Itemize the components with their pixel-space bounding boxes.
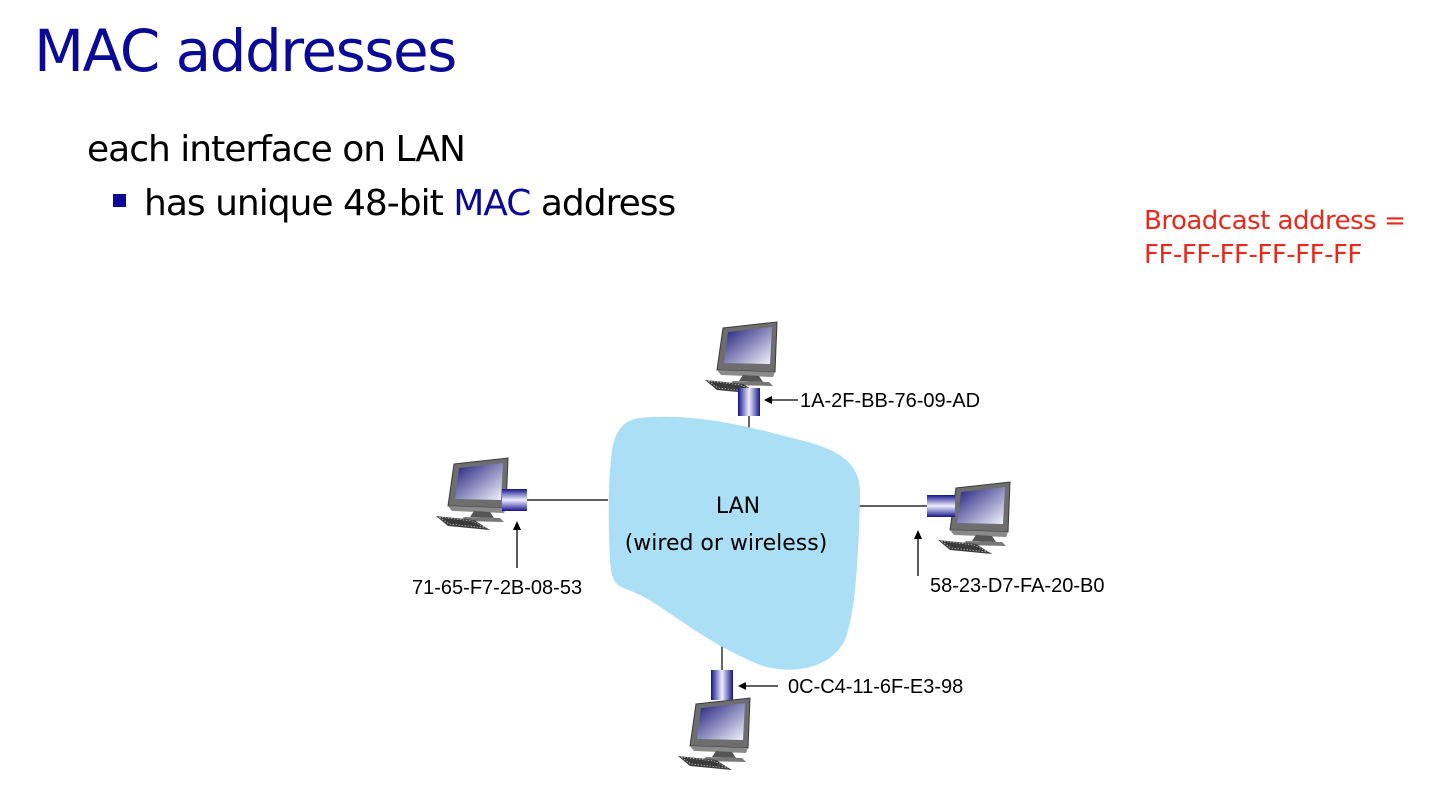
arrow-head-icon bbox=[513, 521, 521, 530]
broadcast-note-line2: FF-FF-FF-FF-FF-FF bbox=[1144, 240, 1362, 270]
bullet-level2: has unique 48-bit MAC address bbox=[113, 183, 676, 224]
mac-address-label: 71-65-F7-2B-08-53 bbox=[412, 577, 582, 599]
mac-address-label: 1A-2F-BB-76-09-AD bbox=[800, 390, 980, 412]
arrow-head-icon bbox=[738, 682, 746, 690]
host-top: 1A-2F-BB-76-09-AD bbox=[704, 321, 980, 416]
host-bottom: 0C-C4-11-6F-E3-98 bbox=[677, 670, 963, 771]
computer-icon bbox=[704, 321, 778, 395]
slide-title: MAC addresses bbox=[34, 17, 457, 85]
network-adapter-icon bbox=[502, 489, 527, 511]
network-adapter-icon bbox=[738, 388, 760, 416]
bullet-text-highlight: MAC bbox=[453, 183, 531, 224]
host-left: 71-65-F7-2B-08-53 bbox=[412, 457, 582, 599]
network-adapter-icon bbox=[927, 495, 955, 517]
bullet-text-pre: has unique 48-bit bbox=[144, 183, 454, 224]
arrow-head-icon bbox=[764, 396, 772, 404]
computer-icon bbox=[435, 457, 509, 531]
computer-icon bbox=[677, 697, 751, 771]
lan-sublabel: (wired or wireless) bbox=[625, 531, 828, 556]
mac-address-label: 0C-C4-11-6F-E3-98 bbox=[788, 676, 963, 698]
broadcast-note-line1: Broadcast address = bbox=[1144, 206, 1406, 236]
computer-icon bbox=[937, 481, 1011, 555]
bullet-level1: each interface on LAN bbox=[87, 129, 466, 170]
network-adapter-icon bbox=[711, 670, 733, 700]
mac-address-label: 58-23-D7-FA-20-B0 bbox=[930, 575, 1105, 597]
arrow-head-icon bbox=[914, 530, 922, 539]
lan-label: LAN bbox=[716, 494, 760, 519]
broadcast-note: Broadcast address = FF-FF-FF-FF-FF-FF bbox=[1144, 204, 1406, 272]
host-right: 58-23-D7-FA-20-B0 bbox=[914, 481, 1105, 597]
lan-cloud bbox=[608, 416, 861, 670]
square-bullet-icon bbox=[113, 193, 126, 207]
bullet-text-post: address bbox=[530, 183, 676, 224]
